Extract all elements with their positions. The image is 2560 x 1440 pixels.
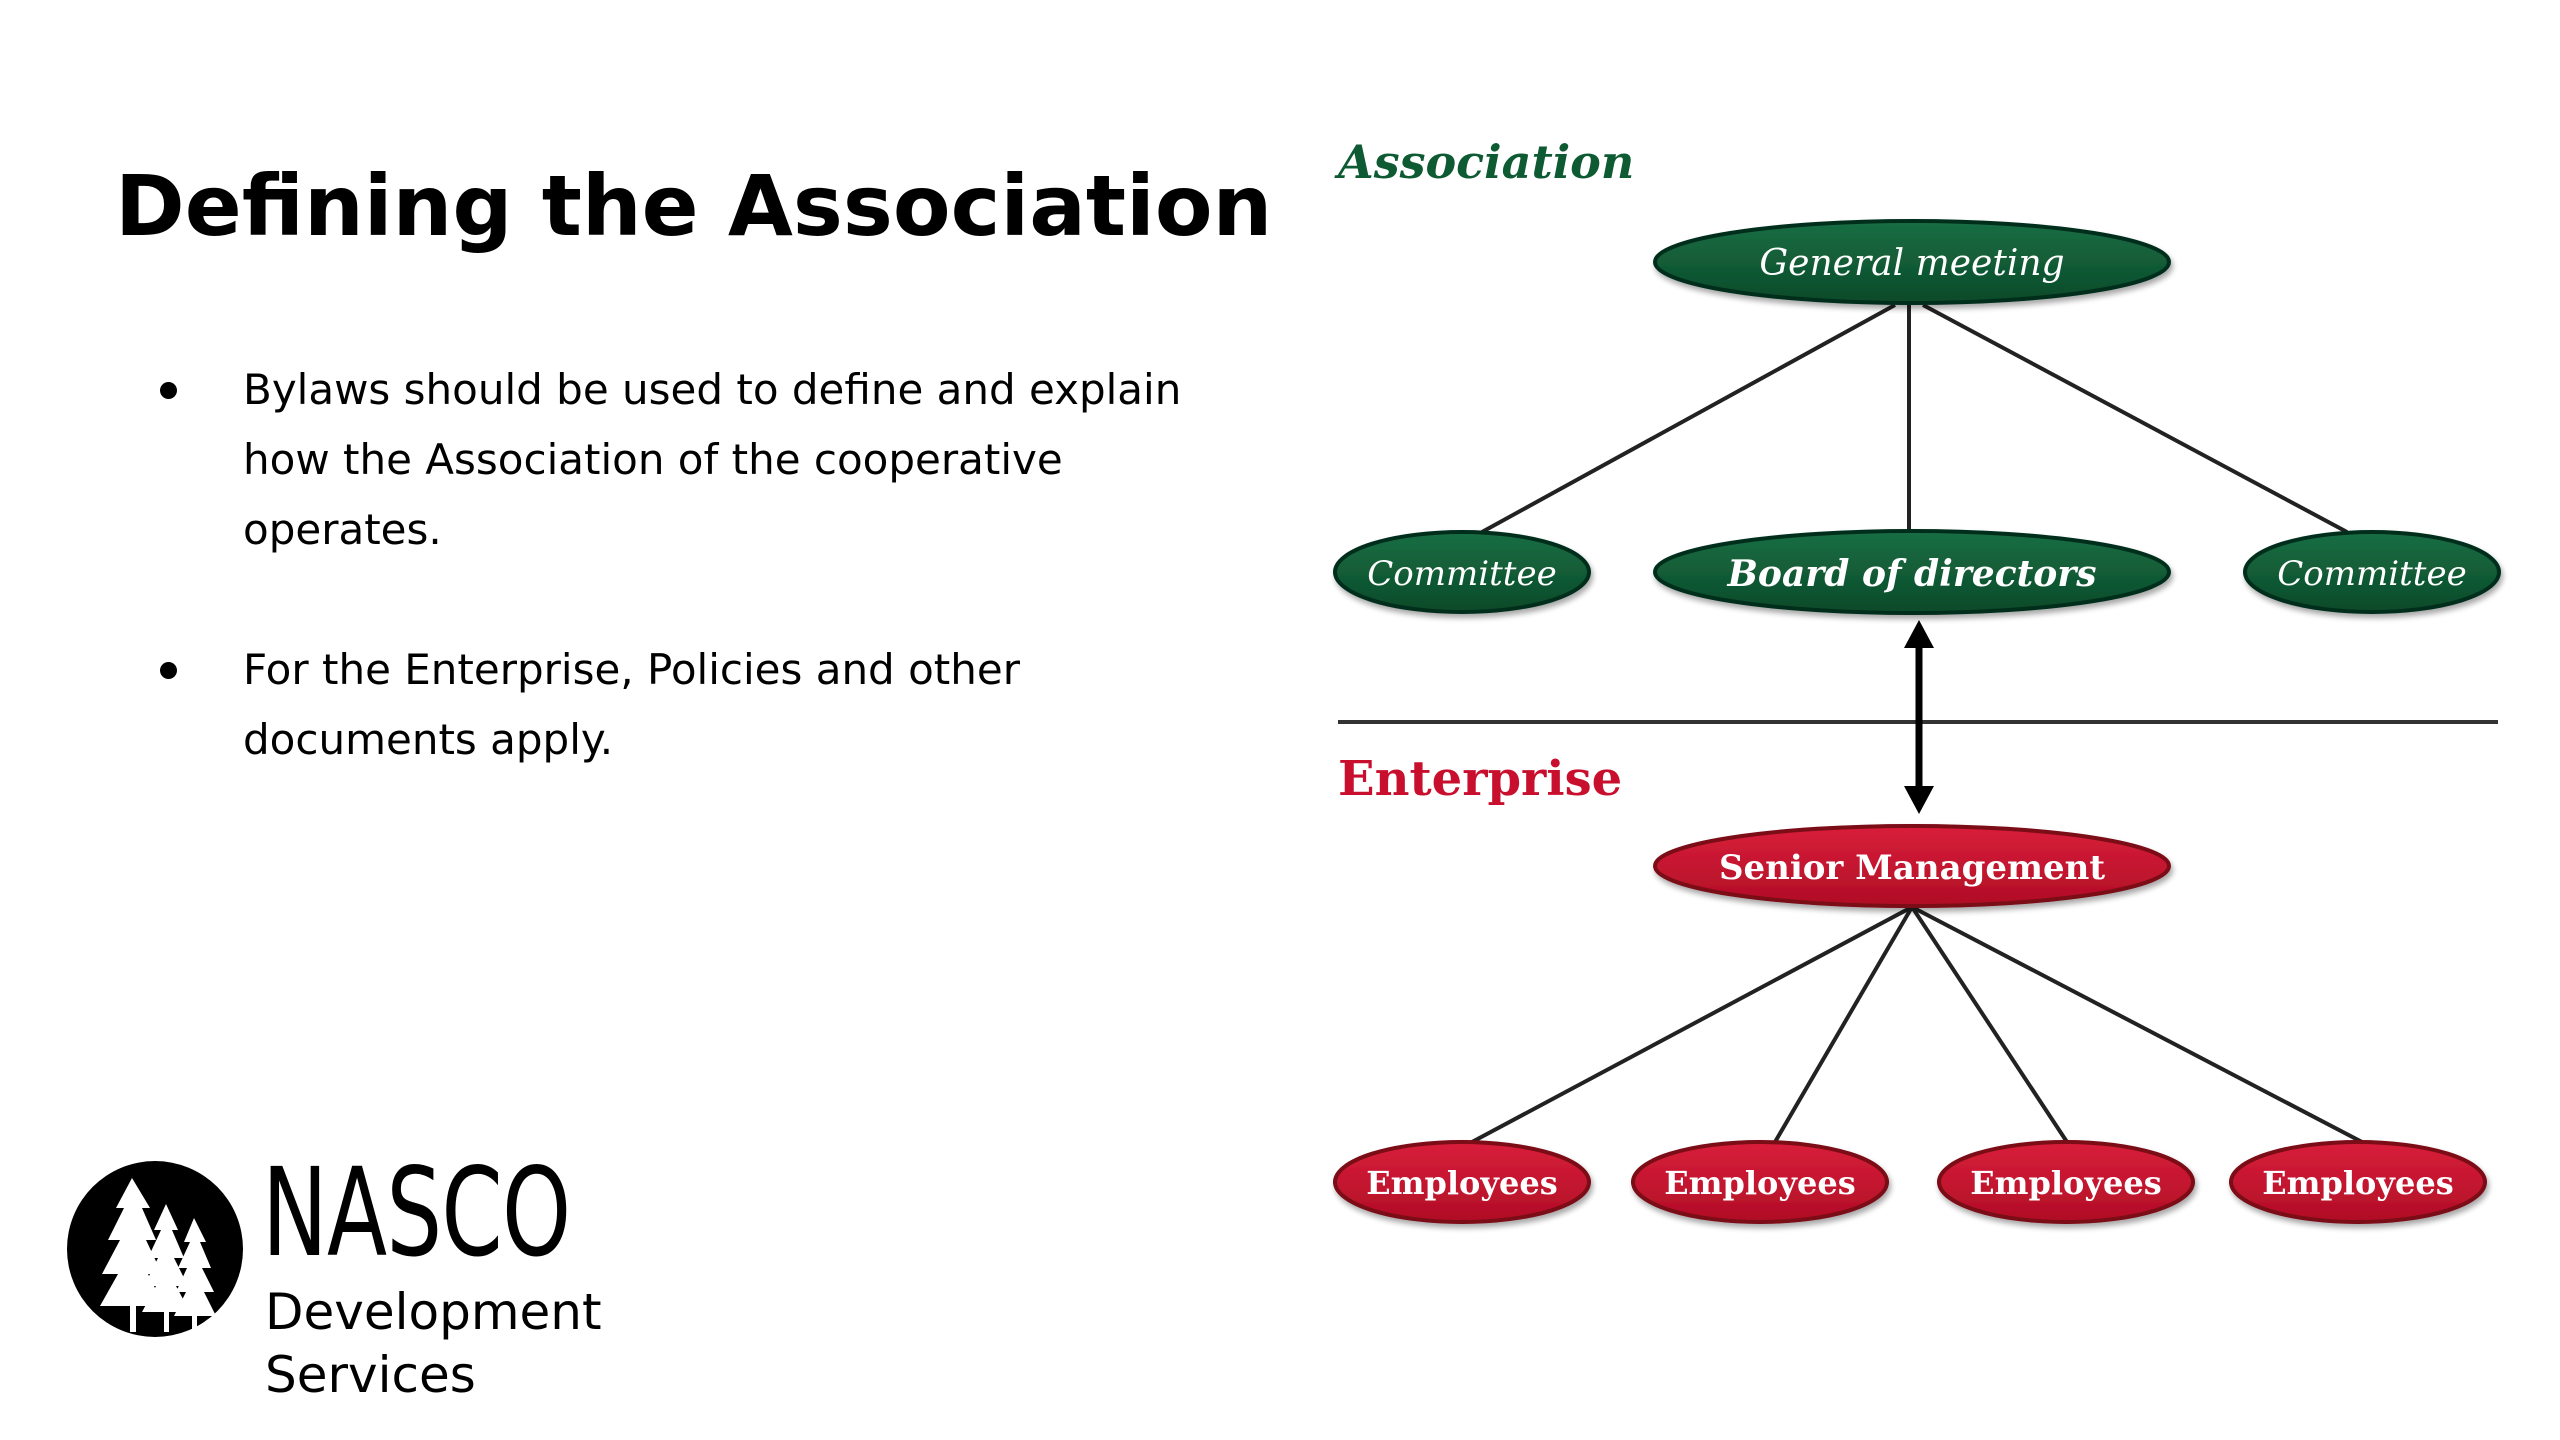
connector-line bbox=[1910, 905, 2069, 1144]
general-meeting-node: General meeting bbox=[1653, 219, 2171, 305]
bullet-item: Bylaws should be used to define and expl… bbox=[150, 355, 1200, 565]
org-chart-diagram: Association Enterprise General meeting C… bbox=[1333, 135, 2501, 1224]
connector-line bbox=[1773, 905, 1914, 1144]
employees-node: Employees bbox=[1333, 1140, 1591, 1224]
bullet-text: Bylaws should be used to define and expl… bbox=[243, 365, 1182, 554]
enterprise-connectors bbox=[1471, 905, 2363, 1144]
employees-label: Employees bbox=[1366, 1164, 1557, 1202]
employees-label: Employees bbox=[1970, 1164, 2161, 1202]
employees-label: Employees bbox=[2262, 1164, 2453, 1202]
association-connectors bbox=[1481, 303, 2348, 534]
employees-label: Employees bbox=[1664, 1164, 1855, 1202]
logo-subtitle-line2: Services bbox=[265, 1346, 476, 1404]
double-arrow-icon bbox=[1904, 620, 1934, 814]
employees-node: Employees bbox=[2229, 1140, 2487, 1224]
connector-line bbox=[1922, 303, 2348, 534]
enterprise-label: Enterprise bbox=[1338, 751, 1622, 807]
employees-node: Employees bbox=[1631, 1140, 1889, 1224]
bullet-list: Bylaws should be used to define and expl… bbox=[150, 355, 1200, 845]
bullet-text: For the Enterprise, Policies and other d… bbox=[243, 645, 1020, 764]
committee-left-node: Committee bbox=[1333, 530, 1591, 614]
logo-subtitle-line1: Development bbox=[265, 1283, 602, 1341]
committee-right-label: Committee bbox=[2277, 554, 2466, 594]
tree-logo-icon bbox=[67, 1161, 243, 1337]
association-label: Association bbox=[1334, 135, 1634, 189]
nasco-logo: NASCO Development Services bbox=[66, 1152, 626, 1415]
senior-management-node: Senior Management bbox=[1653, 824, 2171, 908]
connector-line bbox=[1481, 303, 1896, 534]
committee-right-node: Committee bbox=[2243, 530, 2501, 614]
connector-line bbox=[1911, 905, 2363, 1144]
slide-title: Defining the Association bbox=[115, 157, 1273, 255]
committee-left-label: Committee bbox=[1367, 554, 1556, 594]
board-of-directors-label: Board of directors bbox=[1727, 553, 2097, 595]
senior-management-label: Senior Management bbox=[1719, 848, 2105, 888]
connector-line bbox=[1471, 905, 1913, 1144]
general-meeting-label: General meeting bbox=[1759, 243, 2064, 284]
employees-node: Employees bbox=[1937, 1140, 2195, 1224]
logo-name: NASCO bbox=[262, 1142, 571, 1284]
board-of-directors-node: Board of directors bbox=[1653, 529, 2171, 615]
bullet-item: For the Enterprise, Policies and other d… bbox=[150, 635, 1200, 775]
bullet-dot-icon bbox=[160, 382, 177, 399]
bullet-dot-icon bbox=[160, 662, 177, 679]
